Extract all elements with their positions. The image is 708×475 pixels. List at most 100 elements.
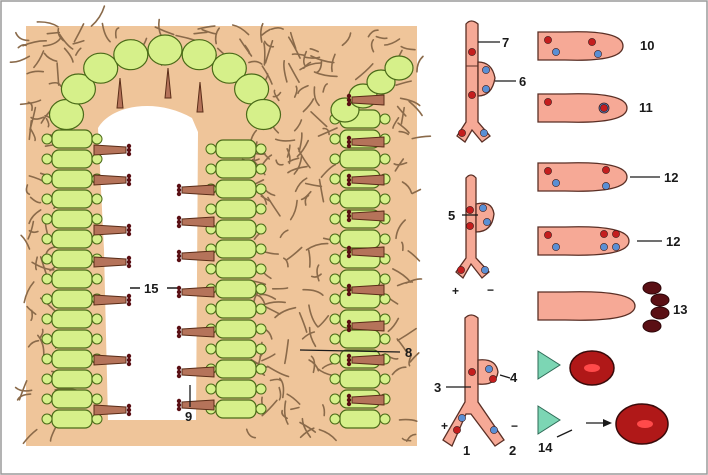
basal-cell	[42, 234, 52, 244]
ascospore	[347, 284, 351, 288]
epithelial-cell	[340, 330, 380, 348]
nucleus-red	[544, 231, 551, 238]
basal-cell	[330, 394, 340, 404]
hypha	[538, 292, 635, 320]
basal-cell	[92, 394, 102, 404]
nucleus-blue	[594, 50, 601, 57]
ascospore	[127, 174, 131, 178]
label-11: 11	[639, 100, 653, 115]
basal-cell	[330, 414, 340, 424]
epithelial-cell	[340, 190, 380, 208]
basal-cell	[42, 194, 52, 204]
ascospore	[127, 144, 131, 148]
nucleus-red	[612, 230, 619, 237]
basal-cell	[42, 274, 52, 284]
epithelial-cell	[216, 320, 256, 338]
epithelial-cell	[216, 160, 256, 178]
ascospore	[127, 408, 131, 412]
basal-cell	[42, 154, 52, 164]
nucleus-red	[602, 166, 609, 173]
basal-cell	[42, 294, 52, 304]
basal-cell	[206, 304, 216, 314]
label-5: 5	[448, 208, 455, 223]
epithelial-cell	[52, 210, 92, 228]
basal-cell	[330, 134, 340, 144]
basal-cell	[42, 254, 52, 264]
basal-cell	[380, 114, 390, 124]
ascospore	[177, 254, 181, 258]
nucleus-red	[544, 98, 551, 105]
epithelial-cell	[148, 35, 182, 65]
basal-cell	[206, 204, 216, 214]
nucleus-blue	[602, 182, 609, 189]
ascospore	[347, 354, 351, 358]
label-12-lower: 12	[666, 234, 680, 249]
tissue-section	[10, 6, 430, 446]
basal-cell	[42, 214, 52, 224]
nucleus-red	[468, 368, 475, 375]
fiber-strand	[304, 57, 319, 58]
nucleus-blue	[552, 243, 559, 250]
ascospore	[347, 398, 351, 402]
ascospore	[347, 328, 351, 332]
ascospore	[177, 184, 181, 188]
basal-cell	[42, 354, 52, 364]
label-6: 6	[519, 74, 526, 89]
ascospore	[177, 374, 181, 378]
basal-cell	[256, 264, 266, 274]
epithelial-cell	[216, 340, 256, 358]
ascospore	[347, 218, 351, 222]
fiber-strand	[264, 43, 265, 65]
ascospore	[643, 282, 661, 294]
ascospore	[347, 210, 351, 214]
epithelial-cell	[52, 270, 92, 288]
epithelial-cell	[52, 410, 92, 428]
ascus	[182, 287, 214, 297]
basal-cell	[256, 404, 266, 414]
epithelial-cell	[216, 380, 256, 398]
basal-cell	[380, 294, 390, 304]
ascospore	[347, 136, 351, 140]
ascospore	[347, 320, 351, 324]
basal-cell	[380, 334, 390, 344]
ascospore	[347, 292, 351, 296]
basal-cell	[92, 274, 102, 284]
epithelial-cell	[52, 390, 92, 408]
ascospore	[347, 174, 351, 178]
ascospore	[347, 246, 351, 250]
ascospore	[177, 258, 181, 262]
basal-cell	[42, 314, 52, 324]
ascospore	[643, 320, 661, 332]
nucleus-blue	[600, 243, 607, 250]
nucleus-red	[466, 222, 473, 229]
basal-cell	[256, 324, 266, 334]
basal-cell	[330, 354, 340, 364]
ascospore	[347, 214, 351, 218]
ascospore	[651, 294, 669, 306]
ascospore	[651, 307, 669, 319]
label-14: 14	[538, 440, 553, 455]
ascospore	[127, 354, 131, 358]
ascospore	[177, 370, 181, 374]
ascus	[94, 145, 126, 155]
ascospore	[177, 192, 181, 196]
basal-cell	[380, 414, 390, 424]
ascospore	[347, 324, 351, 328]
nucleus-red	[466, 206, 473, 213]
basal-cell	[256, 184, 266, 194]
ascospore	[347, 250, 351, 254]
ascus	[352, 175, 384, 185]
ascospore	[347, 288, 351, 292]
ascospore	[177, 294, 181, 298]
ascospore	[127, 412, 131, 416]
ascus	[352, 211, 384, 221]
ascospore	[127, 148, 131, 152]
ascospore	[127, 260, 131, 264]
nucleus-blue	[490, 426, 497, 433]
ascospore	[177, 407, 181, 411]
nucleus-blue	[485, 365, 492, 372]
ascospore	[127, 362, 131, 366]
label-1: 1	[463, 443, 470, 458]
nucleus-red	[588, 38, 595, 45]
hypha	[538, 32, 623, 60]
